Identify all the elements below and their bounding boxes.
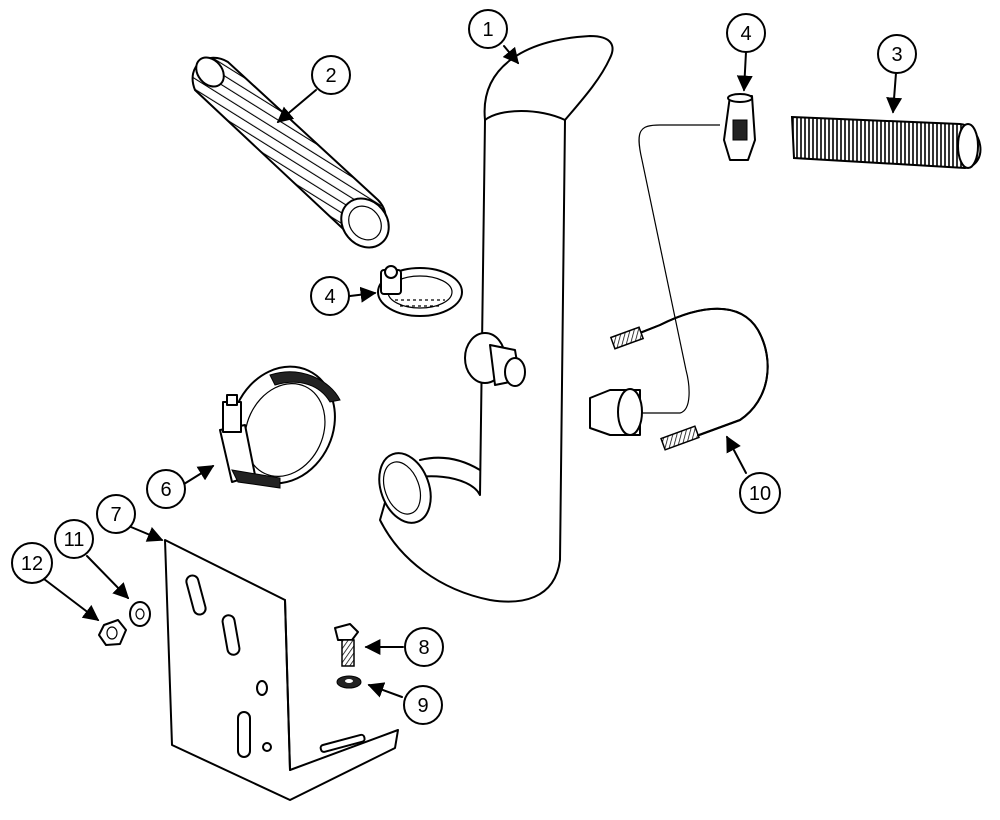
washer-part bbox=[336, 675, 362, 689]
bolt-part bbox=[334, 623, 359, 667]
callout-2: 2 bbox=[311, 55, 351, 95]
callout-label: 2 bbox=[325, 65, 336, 87]
callout-4-top: 4 bbox=[726, 13, 766, 53]
callout-label: 3 bbox=[891, 44, 902, 66]
callout-4-left: 4 bbox=[310, 276, 350, 316]
callout-label: 9 bbox=[417, 695, 428, 717]
callout-label: 12 bbox=[21, 553, 43, 575]
callout-label: 10 bbox=[749, 483, 771, 505]
callout-label: 4 bbox=[324, 286, 335, 308]
callout-label: 8 bbox=[418, 637, 429, 659]
small-clamp-part bbox=[723, 93, 756, 161]
callout-3: 3 bbox=[877, 34, 917, 74]
callout-8: 8 bbox=[404, 627, 444, 667]
callout-11: 11 bbox=[54, 519, 94, 559]
callout-label: 6 bbox=[160, 479, 171, 501]
hose-clamp-part bbox=[377, 265, 463, 317]
exhaust-stack-part bbox=[378, 35, 643, 603]
callout-1: 1 bbox=[468, 9, 508, 49]
flex-hose-part bbox=[191, 56, 390, 249]
callout-6: 6 bbox=[146, 469, 186, 509]
band-clamp-part bbox=[219, 365, 341, 489]
callout-label: 4 bbox=[740, 23, 751, 45]
callout-12: 12 bbox=[11, 542, 53, 584]
callout-label: 11 bbox=[64, 529, 85, 551]
callout-label: 7 bbox=[110, 504, 121, 526]
leader-lines bbox=[43, 45, 903, 698]
u-bolt-part bbox=[609, 307, 769, 451]
drain-tube-routing bbox=[638, 124, 720, 414]
nut-part bbox=[98, 619, 127, 646]
mounting-bracket-part bbox=[164, 539, 399, 801]
callout-10: 10 bbox=[739, 472, 781, 514]
lock-washer-part bbox=[129, 601, 151, 627]
small-hose-part bbox=[790, 115, 982, 170]
callout-9: 9 bbox=[403, 685, 443, 725]
callout-label: 1 bbox=[482, 19, 493, 41]
callout-7: 7 bbox=[96, 494, 136, 534]
